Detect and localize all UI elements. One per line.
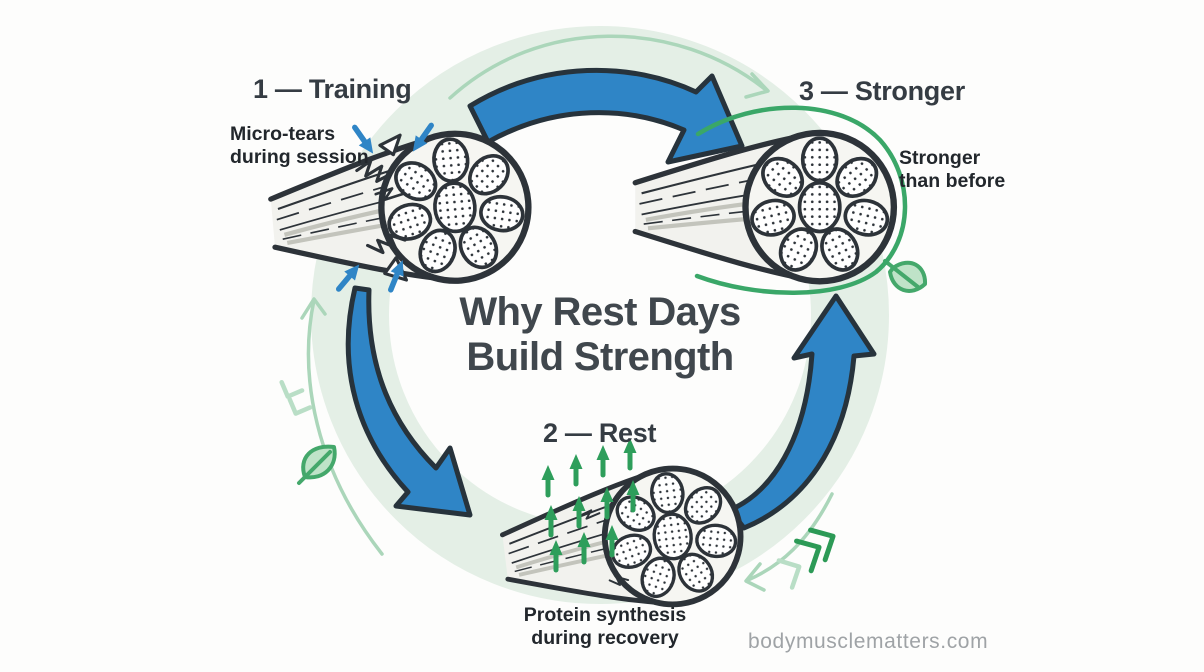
leaf-icon xyxy=(297,444,337,485)
step1-heading: 1 — Training xyxy=(253,74,412,104)
cycle-arc-arrow-icon xyxy=(300,34,834,592)
chevron-icon xyxy=(776,527,836,590)
flow-arrow-rest-to-stronger xyxy=(727,293,877,531)
flow-arrow-icons xyxy=(345,67,877,531)
step2-caption: Protein synthesis during recovery xyxy=(523,604,687,649)
watermark: bodymusclematters.com xyxy=(748,630,989,653)
flow-arrow-training-to-stronger xyxy=(467,67,745,165)
stronger-glow-outline xyxy=(694,105,908,295)
step3-caption: Stronger than before xyxy=(899,147,1006,192)
diagram-title: Why Rest Days Build Strength xyxy=(459,290,741,379)
step1-caption: Micro-tears during session xyxy=(230,123,369,168)
leaf-icon xyxy=(883,259,927,293)
muscle-fiber-illustration-rest xyxy=(497,461,748,625)
chevron-icon xyxy=(279,379,313,416)
step3-heading: 3 — Stronger xyxy=(799,76,965,106)
flow-arrow-training-to-rest xyxy=(345,285,473,518)
step2-heading: 2 — Rest xyxy=(543,418,657,448)
